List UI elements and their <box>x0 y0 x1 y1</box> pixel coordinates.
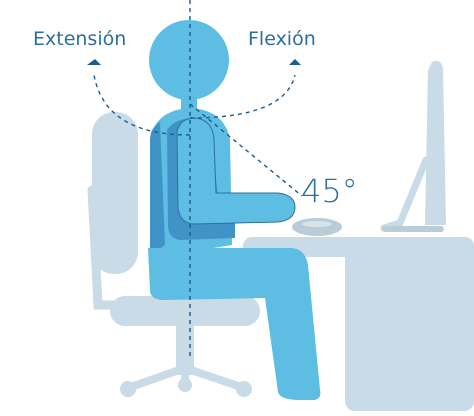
extension-arrow-icon <box>87 59 101 65</box>
chair-wheel-center <box>178 378 192 392</box>
flexion-label: Flexión <box>248 28 316 50</box>
computer-monitor <box>382 61 446 232</box>
person-arm <box>177 118 295 224</box>
mouse <box>292 218 342 236</box>
angle-label: 45° <box>301 172 358 210</box>
monitor-screen <box>425 61 446 225</box>
chair-seat <box>110 296 260 326</box>
mouse-highlight <box>302 221 332 227</box>
monitor-stand <box>384 160 426 228</box>
chair-wheel-right <box>236 381 252 397</box>
extension-label: Extensión <box>33 28 126 50</box>
flexion-arrow-icon <box>289 59 301 65</box>
chair-wheel-left <box>120 381 136 397</box>
monitor-base <box>382 226 444 232</box>
seated-person <box>148 20 320 400</box>
person-head <box>149 20 229 100</box>
desk-drawer <box>345 237 474 411</box>
